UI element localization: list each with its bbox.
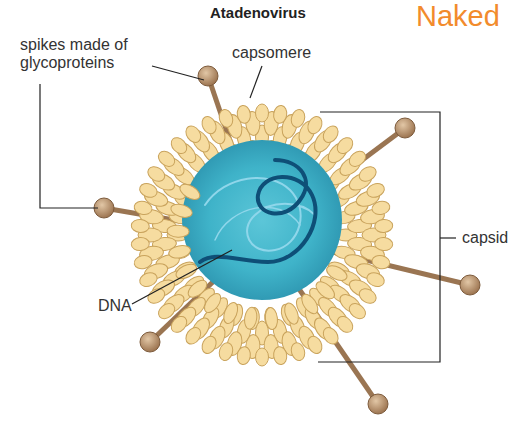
capsomere xyxy=(177,181,202,203)
capsomere xyxy=(256,104,269,122)
capsomere xyxy=(133,254,153,271)
capsomere xyxy=(183,325,204,347)
capsomere xyxy=(217,108,235,129)
capsomere xyxy=(289,341,307,362)
viral-core xyxy=(182,140,342,300)
leader-lines xyxy=(40,66,456,362)
capsomere xyxy=(183,123,204,145)
capsomere xyxy=(199,334,219,356)
capsomere xyxy=(174,261,199,281)
capsomere xyxy=(169,202,194,220)
capsomere xyxy=(313,279,337,303)
part-label: capsomere xyxy=(232,44,311,62)
spike-knob xyxy=(368,394,388,414)
part-label: capsid xyxy=(462,229,508,247)
capsomere xyxy=(156,300,178,321)
capsomere xyxy=(320,325,341,347)
part-label: spikes made of glycoproteins xyxy=(20,36,160,73)
spike-knob xyxy=(460,275,480,295)
capsomere xyxy=(299,292,321,317)
capsomere xyxy=(264,307,278,330)
capsomere xyxy=(221,301,240,326)
capsomere xyxy=(374,219,393,233)
capsomere xyxy=(217,341,235,362)
capsomere xyxy=(243,306,258,329)
capsomere xyxy=(334,135,356,157)
capsid-bracket xyxy=(318,112,440,362)
capsomere xyxy=(371,200,391,217)
capsomere xyxy=(365,181,387,200)
capsomere xyxy=(371,254,391,271)
capsomere xyxy=(357,286,379,306)
capsomere xyxy=(156,148,178,169)
capsomere xyxy=(374,237,393,251)
capsomere xyxy=(145,286,167,306)
note: Naked xyxy=(416,0,500,33)
dna-strand xyxy=(200,160,316,262)
capsomere xyxy=(167,225,190,238)
capsomere xyxy=(289,108,307,129)
capsomere xyxy=(185,277,210,300)
glycoprotein-spikes xyxy=(94,66,480,414)
spike-knob xyxy=(198,66,218,86)
capsomere xyxy=(168,135,190,157)
spike-knob xyxy=(395,118,415,138)
capsomere xyxy=(305,114,325,136)
capsomere xyxy=(133,200,153,217)
part-label: DNA xyxy=(98,297,132,315)
diagram-title: Atadenovirus xyxy=(210,4,306,21)
capsomere xyxy=(168,244,192,260)
capsomere xyxy=(320,123,341,145)
capsomere xyxy=(138,181,160,200)
capsomere xyxy=(305,334,325,356)
capsomere xyxy=(272,105,288,125)
capsid-leader xyxy=(440,237,456,238)
capsomere xyxy=(145,164,167,184)
capsomere-leader xyxy=(250,66,262,98)
capsomere xyxy=(168,313,190,335)
capsomere xyxy=(131,237,150,251)
capsomere xyxy=(256,348,269,366)
capsomere xyxy=(357,164,379,184)
spike-knob xyxy=(140,332,160,352)
dna-leader xyxy=(132,250,232,304)
capsomere xyxy=(334,313,356,335)
capsomere xyxy=(138,270,160,289)
spike-leader xyxy=(40,84,98,208)
capsomere xyxy=(324,263,349,284)
capsomere xyxy=(201,291,224,316)
capsomere xyxy=(346,300,368,321)
capsomere xyxy=(236,105,252,125)
capsomere xyxy=(365,270,387,289)
capsomere xyxy=(346,148,368,169)
capsomere xyxy=(131,219,150,233)
capsomere xyxy=(282,301,301,326)
spike-leader xyxy=(152,66,204,80)
capsomere xyxy=(199,114,219,136)
capsomere xyxy=(272,346,288,366)
capsomere xyxy=(236,346,252,366)
capsomeres xyxy=(131,104,393,366)
